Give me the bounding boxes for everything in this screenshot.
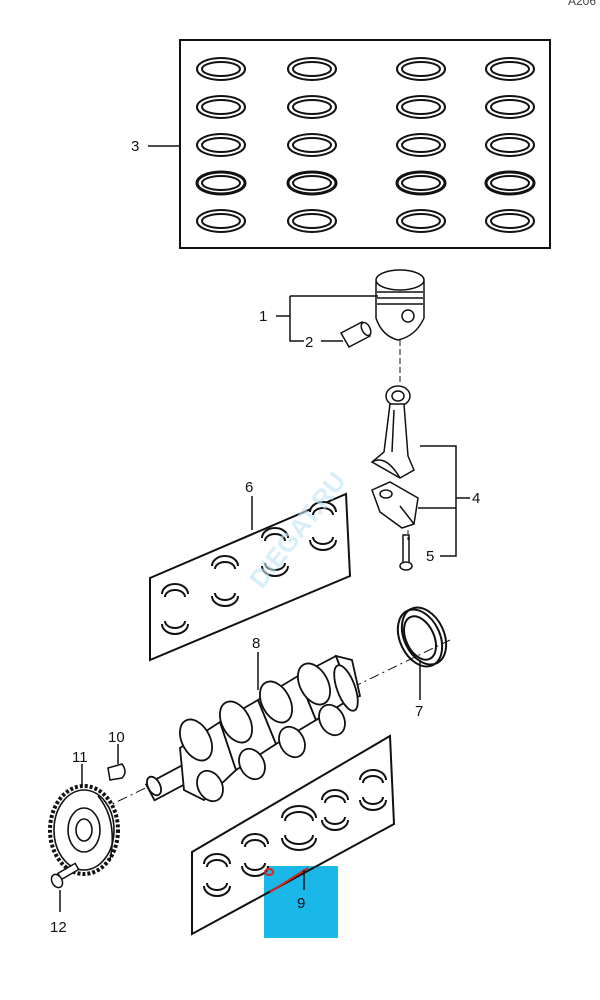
callout-9[interactable]: 9 [297,895,305,912]
piston-pin[interactable] [339,321,373,348]
callout-5[interactable]: 5 [426,548,434,565]
diagram-code: A206 [567,0,596,8]
callout-4[interactable]: 4 [472,490,480,507]
timing-gear[interactable] [48,784,120,876]
callout-10[interactable]: 10 [108,729,125,746]
selected-part-highlight[interactable] [264,866,338,938]
connecting-rod-cap[interactable] [371,481,419,529]
connecting-rod[interactable] [370,385,415,479]
callout-7[interactable]: 7 [415,703,423,720]
watermark: DIEGAT.RU [243,466,352,593]
main-bearing-set[interactable] [191,734,396,936]
crankshaft[interactable] [144,654,363,806]
callout-6[interactable]: 6 [245,479,253,496]
callout-12[interactable]: 12 [50,919,67,936]
callout-2[interactable]: 2 [305,334,313,351]
callout-3[interactable]: 3 [131,138,139,155]
callout-11[interactable]: 11 [72,749,88,766]
callout-1[interactable]: 1 [259,308,267,325]
rod-bolt[interactable] [399,534,413,571]
woodruff-key[interactable] [107,763,126,781]
rod-bearing-set[interactable] [149,492,352,662]
piston[interactable] [375,269,425,341]
rear-oil-seal[interactable] [389,600,455,673]
gear-bolt[interactable] [49,862,80,889]
piston-ring-set[interactable] [179,39,551,249]
callout-8[interactable]: 8 [252,635,260,652]
